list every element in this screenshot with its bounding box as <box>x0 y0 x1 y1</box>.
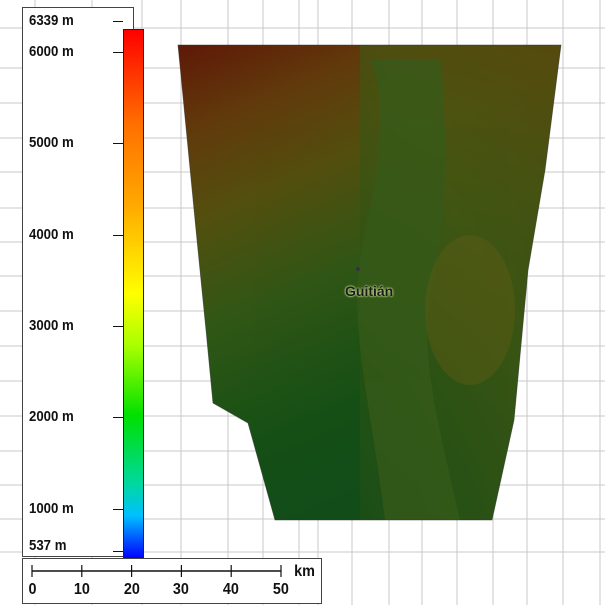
legend-label: 6339 m <box>29 12 74 29</box>
scale-bar-label: 20 <box>123 581 140 598</box>
elevation-color-bar <box>123 29 144 559</box>
legend-tick <box>113 508 123 510</box>
legend-label: 5000 m <box>29 134 74 152</box>
scale-bar: 0 10 20 30 40 50 km <box>22 558 322 604</box>
legend-tick <box>113 143 123 145</box>
legend-tick <box>113 417 123 419</box>
legend-label: 1000 m <box>29 499 74 517</box>
legend-label: 6000 m <box>29 42 74 60</box>
scale-bar-unit: km <box>294 563 315 580</box>
legend-label: 537 m <box>29 537 67 554</box>
map-boundary <box>177 44 562 521</box>
legend-tick <box>113 234 123 236</box>
scale-bar-label: 30 <box>173 581 190 598</box>
legend-label: 4000 m <box>29 225 74 243</box>
scale-bar-label: 10 <box>73 581 90 598</box>
scale-bar-label: 0 <box>27 581 36 598</box>
scale-bar-line <box>31 565 282 577</box>
town-label[interactable]: Guitián <box>345 283 394 299</box>
town-marker-icon <box>356 267 360 271</box>
legend-label: 2000 m <box>29 408 74 426</box>
legend-tick <box>113 51 123 53</box>
scale-bar-label: 40 <box>223 581 240 598</box>
legend-tick <box>113 21 123 22</box>
elevation-legend: 6339 m 6000 m 5000 m 4000 m 3000 m 2000 m 1000… <box>22 7 144 559</box>
legend-label: 3000 m <box>29 317 74 334</box>
scale-bar-label: 50 <box>272 581 289 598</box>
legend-tick <box>113 326 123 327</box>
legend-tick <box>113 551 123 552</box>
